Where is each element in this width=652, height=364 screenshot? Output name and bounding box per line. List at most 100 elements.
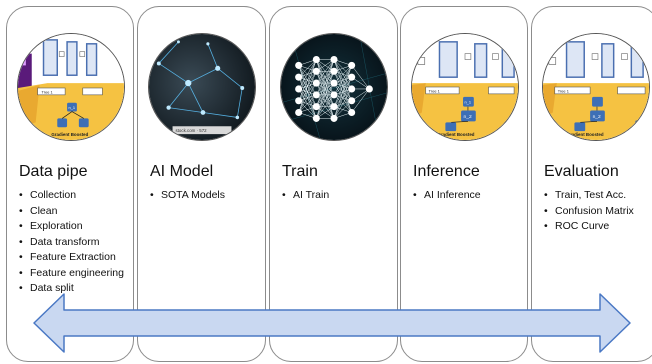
nn-node [312,114,320,122]
nn-edge [298,59,317,113]
nn-edge [333,65,352,119]
nn-node [330,114,338,122]
bullet-item: •Feature engineering [19,266,124,279]
nn-edge [351,88,370,113]
stage-bullet-list: •SOTA Models [150,188,225,204]
nn-node [295,73,303,81]
bullet-text: Clean [30,204,58,217]
bullet-item: •AI Inference [413,189,481,201]
nn-edge [316,59,335,72]
bullet-text: SOTA Models [161,189,225,201]
nn-node [312,79,320,87]
tree-1-label: Tree 1 [558,88,569,93]
gradient-boosted-label: Gradient Boosted [438,132,475,137]
bullet-text: AI Train [293,189,330,201]
bullet-text: Data transform [30,235,100,248]
bullet-item: •SOTA Models [150,189,225,201]
bullet-item: •Data split [19,282,74,294]
nn-edge [333,88,352,119]
tree-diagram-svg: Tree 1 n_1 n_2 Gradient Boosted [412,34,518,140]
nn-node [295,97,303,105]
nn-edge [316,59,335,119]
stage-card-evaluation: Tree 1 n_2 Gradient Boosted Evaluation •… [531,6,652,362]
nn-edge [316,94,335,119]
stage-bullet-list: •Train, Test Acc. •Confusion Matrix •ROC… [544,188,634,235]
nn-edge [298,94,317,113]
nn-edge [351,88,370,101]
bullet-text: Data split [30,282,74,294]
bullet-item: •AI Train [282,189,330,201]
nn-node [295,61,303,69]
nn-node [312,91,320,99]
bullet-item: •Feature Extraction [19,251,116,263]
nn-node [348,85,356,93]
nn-edge [298,59,317,101]
node-b-label: n_2 [593,114,601,120]
nn-node [348,97,356,105]
nn-edge [316,82,335,119]
bullet-item: •ROC Curve [544,220,610,232]
gradient-boosted-tree-image: Tree 1 n_1 n_2 Gradient Boosted [411,33,519,141]
nn-node [348,108,356,117]
nn-edge [316,59,335,107]
neural-network-photo: stock.com · 572 [148,33,256,141]
stage-bullet-list: •AI Train [282,188,329,204]
nn-diagram-svg [281,34,387,140]
nn-node [330,79,338,87]
bullet-text: Confusion Matrix [555,204,634,217]
gradient-boosted-label: Gradient Boosted [567,132,604,137]
stage-title: AI Model [150,163,214,180]
nn-node [295,85,303,93]
nn-edge [351,76,370,90]
nn-node [348,73,356,81]
gradient-boosted-tree-image: Tree 1 n_2 Gradient Boosted [542,33,650,141]
nn-edge [298,59,317,78]
tree-1-label: Tree 1 [429,88,440,93]
bullet-text: AI Inference [424,189,481,201]
nn-edge [333,77,352,119]
bullet-text: ROC Curve [555,220,610,232]
node-a-label: n_1 [465,100,472,105]
bullet-item: •Confusion Matrix [544,204,634,217]
nn-node [348,61,356,69]
stage-title: Evaluation [544,163,619,180]
bullet-item: •Collection [19,189,77,201]
stage-card-inference: Tree 1 n_1 n_2 Gradient Boosted Inferenc… [400,6,528,362]
nn-node [312,55,320,64]
nn-edge [333,65,352,107]
nn-edge [316,106,335,119]
nn-edge [316,59,335,95]
nn-node [330,55,338,64]
node-b-label: n_2 [464,114,472,120]
nn-edge [333,100,352,119]
tree-1-label: Tree 1 [42,89,53,94]
bullet-text: Collection [30,189,77,201]
nn-node [312,67,320,75]
stage-card-train: Train •AI Train [269,6,398,362]
nn-edge [298,82,317,113]
bullet-text: Exploration [30,220,83,232]
bullet-text: Feature Extraction [30,251,116,263]
neural-network-diagram [280,33,388,141]
nn-node [330,67,338,75]
node-a-label: n_1 [69,105,76,110]
stage-bullet-list: •Collection •Clean •Exploration •Data tr… [19,188,124,297]
nn-edge [333,65,352,95]
bullet-text: Feature engineering [30,266,124,279]
gradient-boosted-tree-image: Tree 1 n_1 Gradient Boosted [17,33,125,141]
tree-diagram-svg: Tree 1 n_1 Gradient Boosted [18,34,124,140]
stage-card-data-pipe: Tree 1 n_1 Gradient Boosted Data pipe •C… [6,6,134,362]
nn-node [365,85,373,93]
nn-edge [316,59,335,84]
bullet-item: •Data transform [19,235,100,248]
nn-edge [298,59,317,90]
stage-card-ai-model: stock.com · 572 AI Model •SOTA Models [137,6,266,362]
tree-diagram-svg: Tree 1 n_2 Gradient Boosted [543,34,649,140]
nn-node [312,103,320,111]
stage-bullet-list: •AI Inference [413,188,481,204]
stage-title: Data pipe [19,163,88,180]
nn-node [330,103,338,111]
double-arrow-icon [33,293,631,353]
gradient-boosted-label: Gradient Boosted [51,132,88,137]
stock-watermark: stock.com · 572 [176,128,208,133]
